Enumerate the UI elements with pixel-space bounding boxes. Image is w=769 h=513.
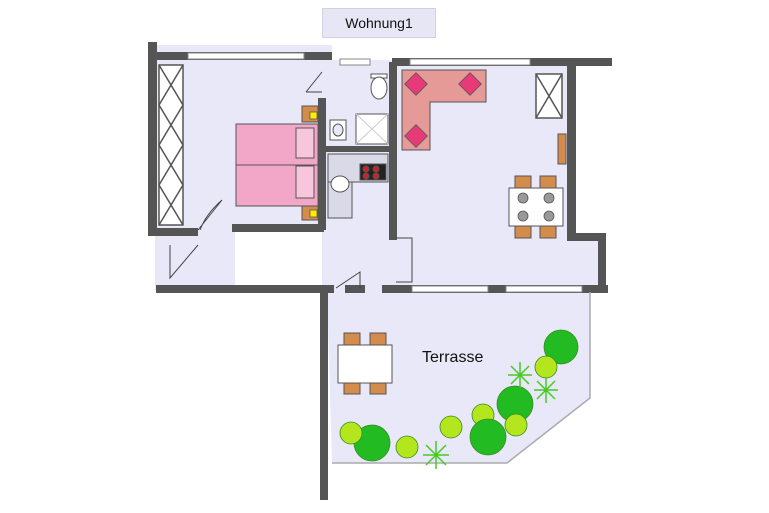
tv xyxy=(557,133,567,165)
window-bedroom xyxy=(187,52,305,60)
lamp-top xyxy=(309,111,318,120)
wall-left xyxy=(148,42,157,234)
plant-light-1 xyxy=(534,355,558,379)
kitchen-sink xyxy=(330,175,350,193)
wardrobe-living xyxy=(535,73,563,119)
sofa-cushion-1 xyxy=(404,72,428,96)
door-living xyxy=(396,237,413,283)
toilet-bowl xyxy=(370,76,388,100)
door-hall-left xyxy=(169,244,199,280)
plant-light-5 xyxy=(339,421,363,445)
plate-1 xyxy=(517,192,529,204)
wall-bedroom-bottom-left xyxy=(148,228,198,236)
plate-2 xyxy=(543,192,555,204)
shower-cross xyxy=(355,113,389,145)
star-plant-2 xyxy=(534,377,558,403)
sofa-cushion-3 xyxy=(404,124,428,148)
plant-dark-3 xyxy=(469,418,507,456)
door-bath xyxy=(305,71,323,93)
plate-4 xyxy=(543,210,555,222)
windows xyxy=(187,52,583,293)
wall-bottom-left xyxy=(156,285,334,293)
doors xyxy=(169,71,413,289)
tv-body xyxy=(557,133,567,165)
plants xyxy=(339,329,579,462)
burner-1 xyxy=(362,165,370,173)
terrace-table-top xyxy=(337,344,393,384)
window-living-top xyxy=(409,58,531,66)
kitchen-fixtures xyxy=(327,153,389,219)
double-bed xyxy=(235,105,319,221)
wall-terrace-left xyxy=(320,285,328,500)
bathroom-fixtures xyxy=(329,73,389,145)
plant-dark-1 xyxy=(543,329,579,365)
plant-light-4 xyxy=(439,415,463,439)
corner-sofa xyxy=(401,69,487,151)
burner-2 xyxy=(372,165,380,173)
star-plants xyxy=(423,362,558,469)
window-living-bottom-2 xyxy=(505,285,583,293)
window-living-bottom-1 xyxy=(411,285,489,293)
plant-light-3 xyxy=(504,413,528,437)
dining-table-living xyxy=(508,175,564,239)
burner-4 xyxy=(372,172,380,180)
wardrobe-bedroom-frame xyxy=(158,64,184,226)
wall-right-upper xyxy=(567,64,576,240)
window-bath xyxy=(339,58,371,66)
plan-title-text: Wohnung1 xyxy=(345,15,413,31)
star-plant-1 xyxy=(508,362,532,388)
terrace-table xyxy=(337,332,393,395)
star-plant-3 xyxy=(423,441,449,469)
door-front xyxy=(335,271,361,289)
sink-basin xyxy=(332,123,344,137)
living-table xyxy=(508,187,564,227)
burner-3 xyxy=(362,172,370,180)
wall-bath-kitchen xyxy=(322,146,394,152)
plant-light-6 xyxy=(395,435,419,459)
bed-pillow-1 xyxy=(295,127,315,159)
wall-kitchen-living xyxy=(389,62,397,240)
terrace-outline xyxy=(332,292,591,464)
wall-bottom-right xyxy=(382,285,608,293)
terrace-label: Terrasse xyxy=(422,349,483,366)
wall-bedroom-bath xyxy=(318,98,326,230)
plan-title: Wohnung1 xyxy=(322,8,436,38)
wardrobe-bedroom-cross xyxy=(158,64,184,226)
plate-3 xyxy=(517,210,529,222)
lamp-bottom xyxy=(309,209,318,218)
door-bedroom xyxy=(197,199,223,231)
wardrobe-living-cross xyxy=(535,73,563,119)
wall-right-step xyxy=(567,233,603,241)
wall-right-lower xyxy=(598,233,606,291)
bed-pillow-2 xyxy=(295,165,315,199)
sofa-cushion-2 xyxy=(458,72,482,96)
wardrobe-bedroom xyxy=(158,64,184,226)
wall-bedroom-bottom-right xyxy=(232,224,324,232)
wall-bottom-mid xyxy=(345,285,365,293)
